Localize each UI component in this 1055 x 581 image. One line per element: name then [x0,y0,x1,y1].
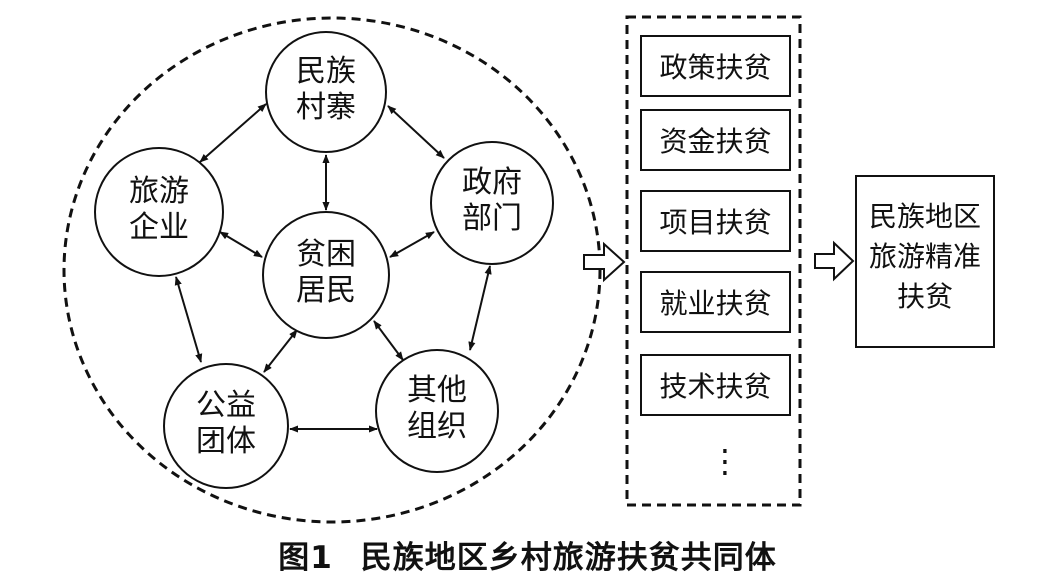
node-government-line1: 政府 [462,165,522,200]
figure-title: 民族地区乡村旅游扶贫共同体 [360,540,777,576]
type-item-funds: 资金扶贫 [640,109,791,171]
node-public-welfare-line2: 团体 [196,424,256,459]
outcome-line1: 民族地区 [869,200,981,233]
node-village-line2: 村寨 [296,90,356,125]
node-tourism-enterprise-line1: 旅游 [129,174,189,209]
arrow-government-residents [389,231,435,258]
arrow-tourism-welfare [174,276,203,363]
flow-arrow-to-outcome [814,240,855,282]
arrow-tourism-residents [219,231,263,258]
node-other-orgs-line1: 其他 [407,373,467,408]
outcome-box: 民族地区 旅游精准 扶贫 [855,175,995,348]
type-item-funds-label: 资金扶贫 [659,125,771,158]
arrow-government-others [468,265,492,351]
node-public-welfare-line1: 公益 [196,388,256,423]
node-other-orgs-line2: 组织 [407,409,467,444]
alleviation-type-list: 政策扶贫 资金扶贫 项目扶贫 就业扶贫 技术扶贫 ⋮ [640,35,791,480]
type-item-technology: 技术扶贫 [640,354,791,416]
node-village-line1: 民族 [296,54,356,89]
type-item-policy: 政策扶贫 [640,35,791,97]
type-item-employment-label: 就业扶贫 [659,287,771,320]
arrow-residents-others [373,320,404,361]
node-poor-residents-line1: 贫困 [296,237,356,272]
arrow-residents-welfare [263,329,298,373]
flow-arrow-to-types [583,241,626,283]
type-item-project-label: 项目扶贫 [659,206,771,239]
more-items-ellipsis: ⋮ [709,442,741,480]
arrow-village-tourism [199,103,267,163]
community-diagram: 民族 村寨 政府 部门 其他 组织 公益 团体 旅游 企业 贫困 居民 [62,15,995,524]
node-poor-residents: 贫困 居民 [262,211,390,339]
arrow-village-government [387,105,445,159]
node-village: 民族 村寨 [265,31,387,153]
node-other-orgs: 其他 组织 [375,349,499,473]
node-tourism-enterprise-line2: 企业 [129,210,189,245]
type-item-technology-label: 技术扶贫 [659,370,771,403]
outcome-line2: 旅游精准 [869,240,981,273]
type-item-project: 项目扶贫 [640,190,791,252]
node-poor-residents-line2: 居民 [296,273,356,308]
connections [174,103,492,433]
figure-caption: 图1 民族地区乡村旅游扶贫共同体 [0,532,1055,576]
node-government: 政府 部门 [430,141,554,265]
type-item-employment: 就业扶贫 [640,271,791,333]
outcome-line3: 扶贫 [897,280,953,313]
figure-number: 图1 [278,540,333,576]
node-tourism-enterprise: 旅游 企业 [94,147,224,277]
node-government-line2: 部门 [462,201,522,236]
node-public-welfare: 公益 团体 [163,363,289,489]
type-item-policy-label: 政策扶贫 [659,51,771,84]
